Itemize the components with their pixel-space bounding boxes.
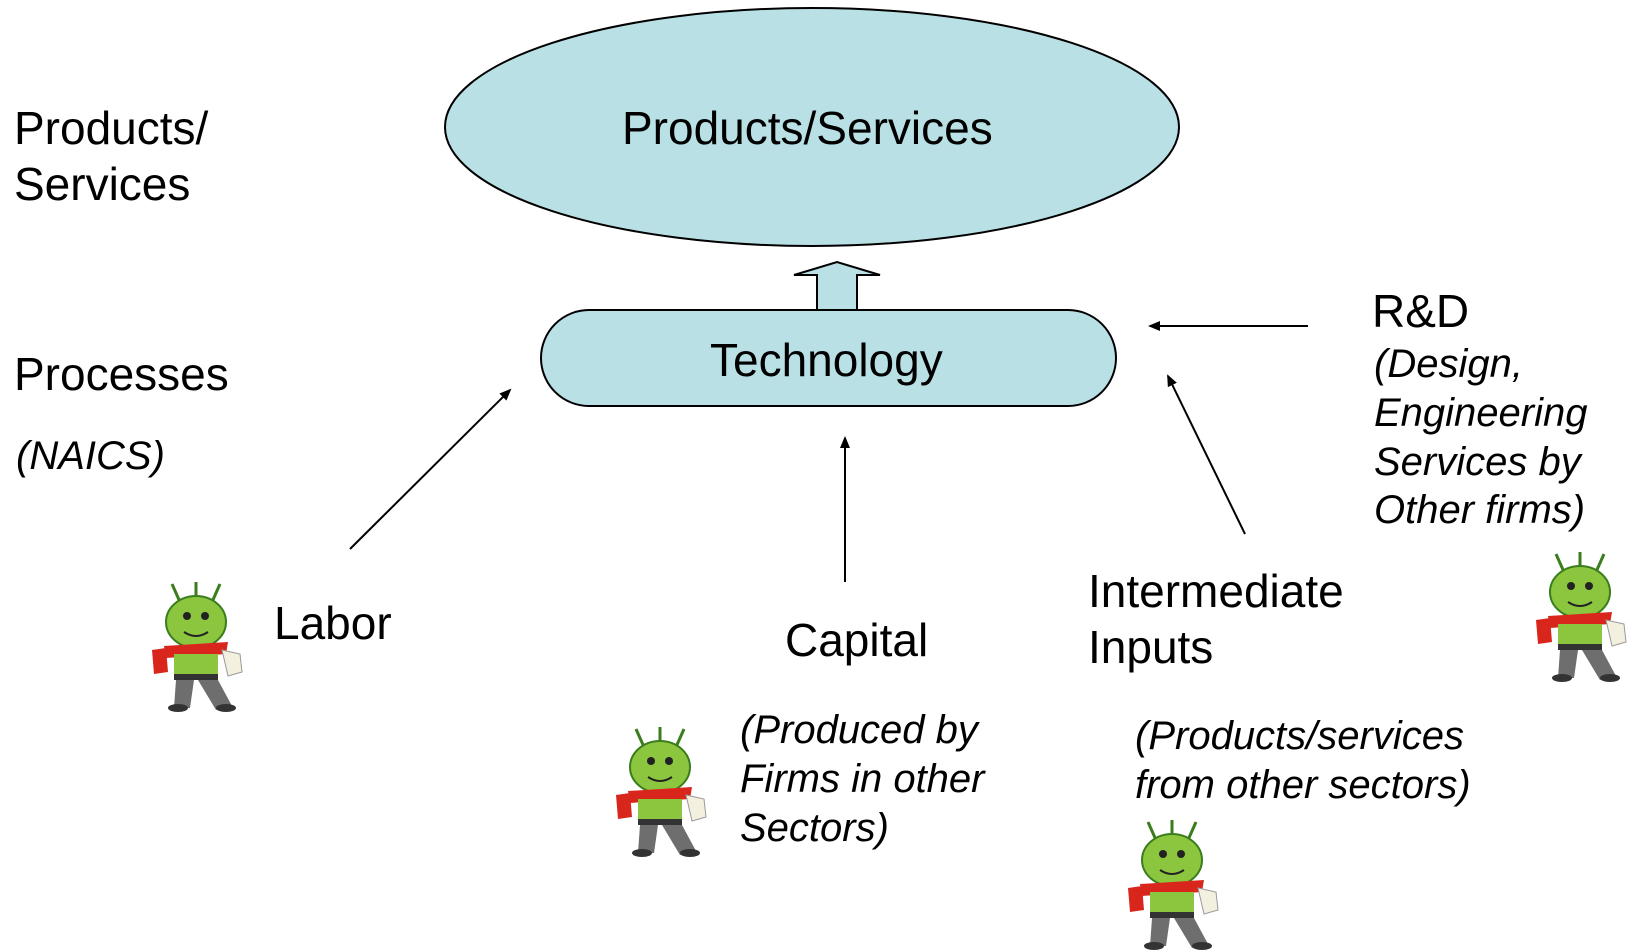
capital-note-line2: Firms in other <box>740 756 985 801</box>
left-label-products-line2: Services <box>14 158 191 211</box>
intermediate-line1: Intermediate <box>1088 565 1344 617</box>
capital-note-line3: Sectors) <box>740 805 889 850</box>
technology-label: Technology <box>710 334 943 386</box>
rd-note-line1: (Design, <box>1374 342 1523 386</box>
capital-note: (Produced by Firms in other Sectors) <box>740 706 985 852</box>
left-label-naics: (NAICS) <box>16 434 165 478</box>
technology-to-products-arrow <box>793 260 881 309</box>
intermediate-note-line2: from other sectors) <box>1135 762 1471 807</box>
rd-note-line2: Engineering <box>1374 390 1588 435</box>
capital-note-line1: (Produced by <box>740 708 978 752</box>
intermediate-line2: Inputs <box>1088 621 1214 674</box>
labor-label: Labor <box>274 597 392 649</box>
intermediate-note: (Products/services from other sectors) <box>1135 712 1471 810</box>
rd-note: (Design, Engineering Services by Other f… <box>1374 340 1588 535</box>
left-label-products-line1: Products/ <box>14 102 209 154</box>
intermediate-inputs-arrow <box>1167 374 1246 535</box>
intermediate-inputs-label: Intermediate Inputs <box>1088 563 1344 675</box>
left-label-products-services: Products/ Services <box>14 100 208 212</box>
rd-note-line3: Services by <box>1374 439 1581 484</box>
rd-note-line4: Other firms) <box>1374 488 1586 533</box>
alien-mascot-icon <box>1536 552 1627 682</box>
left-label-processes: Processes <box>14 348 229 400</box>
labor-arrow <box>349 388 512 550</box>
technology-shape <box>540 309 1117 407</box>
products-services-label: Products/Services <box>622 102 993 154</box>
alien-mascot-icon <box>1128 820 1219 950</box>
alien-mascot-icon <box>152 582 243 712</box>
products-services-ellipse <box>444 7 1180 247</box>
intermediate-note-line1: (Products/services <box>1135 714 1464 758</box>
capital-label: Capital <box>785 614 929 666</box>
rd-label: R&D <box>1372 285 1470 337</box>
alien-mascot-icon <box>616 727 707 857</box>
